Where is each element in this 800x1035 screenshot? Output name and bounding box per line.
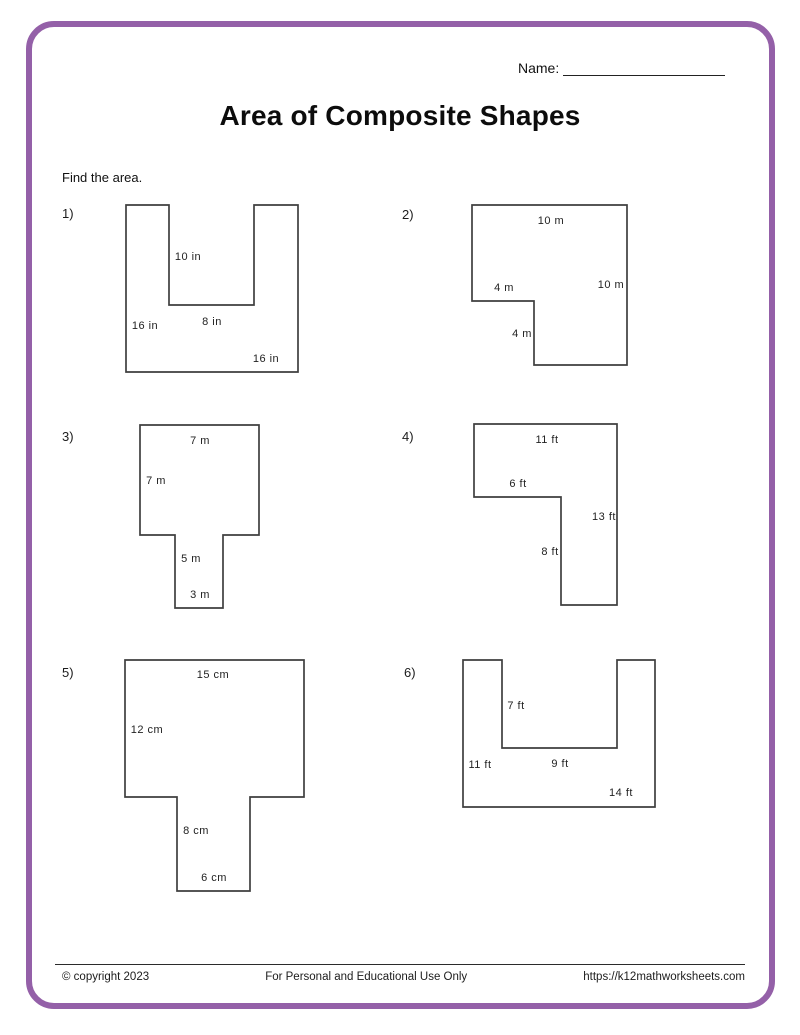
problem-3-number: 3) bbox=[62, 429, 74, 444]
dimension-label: 8 ft bbox=[541, 546, 559, 558]
dimension-label: 16 in bbox=[252, 353, 280, 365]
dimension-label: 11 ft bbox=[535, 434, 559, 446]
name-row: Name: bbox=[518, 60, 726, 76]
dimension-label: 6 ft bbox=[509, 478, 527, 490]
dimension-label: 8 in bbox=[202, 316, 222, 328]
problem-1-number: 1) bbox=[62, 206, 74, 221]
composite-shape-outline bbox=[471, 204, 628, 366]
problem-3-shape bbox=[139, 424, 260, 609]
problem-4-shape bbox=[473, 423, 618, 606]
footer-divider bbox=[55, 964, 745, 965]
problem-4-number: 4) bbox=[402, 429, 414, 444]
dimension-label: 5 m bbox=[181, 553, 201, 565]
composite-shape-outline bbox=[462, 659, 656, 808]
name-blank-line[interactable] bbox=[563, 61, 726, 76]
dimension-label: 7 ft bbox=[507, 700, 525, 712]
problem-5-shape bbox=[124, 659, 305, 892]
dimension-label: 8 cm bbox=[183, 825, 209, 837]
composite-shape-outline bbox=[139, 424, 260, 609]
dimension-label: 7 m bbox=[190, 435, 210, 447]
name-label: Name: bbox=[518, 60, 560, 76]
footer: © copyright 2023 For Personal and Educat… bbox=[55, 971, 745, 983]
dimension-label: 11 ft bbox=[468, 759, 492, 771]
dimension-label: 4 m bbox=[512, 328, 532, 340]
instruction-text: Find the area. bbox=[62, 170, 143, 185]
dimension-label: 12 cm bbox=[130, 724, 164, 736]
dimension-label: 10 m bbox=[597, 279, 625, 291]
problem-6-shape bbox=[462, 659, 656, 808]
dimension-label: 10 in bbox=[174, 251, 202, 263]
problem-2-number: 2) bbox=[402, 207, 414, 222]
dimension-label: 14 ft bbox=[609, 787, 633, 799]
dimension-label: 7 m bbox=[146, 475, 166, 487]
footer-url[interactable]: https://k12mathworksheets.com bbox=[583, 971, 745, 983]
problem-2-shape bbox=[471, 204, 628, 366]
composite-shape-outline bbox=[124, 659, 305, 892]
problem-1-shape bbox=[125, 204, 299, 373]
dimension-label: 6 cm bbox=[201, 872, 227, 884]
dimension-label: 10 m bbox=[537, 215, 565, 227]
dimension-label: 15 cm bbox=[196, 669, 230, 681]
page-title: Area of Composite Shapes bbox=[219, 100, 581, 131]
composite-shape-outline bbox=[125, 204, 299, 373]
problem-5-number: 5) bbox=[62, 665, 74, 680]
composite-shape-outline bbox=[473, 423, 618, 606]
dimension-label: 9 ft bbox=[551, 758, 569, 770]
problem-6-number: 6) bbox=[404, 665, 416, 680]
dimension-label: 13 ft bbox=[592, 511, 616, 523]
footer-usage-note: For Personal and Educational Use Only bbox=[265, 971, 468, 983]
footer-copyright: © copyright 2023 bbox=[62, 971, 150, 983]
dimension-label: 3 m bbox=[190, 589, 210, 601]
dimension-label: 16 in bbox=[131, 320, 159, 332]
dimension-label: 4 m bbox=[494, 282, 514, 294]
